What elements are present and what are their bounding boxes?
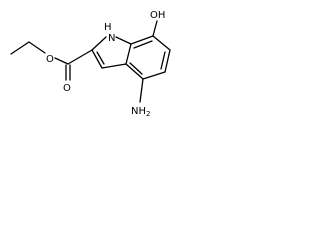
bond-c4-amino <box>139 78 144 103</box>
bond-c7-c6 <box>152 35 171 51</box>
bond-c7a-c7 <box>130 35 154 45</box>
bond-c6-c5 <box>164 49 171 73</box>
indole-nitrogen-label: N <box>108 33 115 44</box>
bond-c3-c3a <box>101 63 127 69</box>
indole-nh-hydrogen-label: H <box>104 22 112 33</box>
bond-ethyl-ch3-ch2 <box>10 41 30 55</box>
bond-c5-c4 <box>142 71 166 80</box>
bond-c7a-c3a <box>125 43 132 65</box>
carbonyl-oxygen-label: O <box>63 83 71 94</box>
bond-c2-n1 <box>91 36 107 51</box>
bond-c4-c3a-inner <box>129 62 143 75</box>
bond-c2-c3-inner <box>96 51 105 65</box>
bond-c4-c3a <box>125 63 144 80</box>
bond-oxygen-carbonyl <box>54 57 69 65</box>
chemical-structure-diagram: O O H N OH NH2 <box>10 10 171 118</box>
bond-c2-c3 <box>91 49 103 69</box>
bond-carbonyl-c2 <box>67 49 93 65</box>
bond-ethyl-ch2-oxygen <box>28 41 46 54</box>
bond-c7-hydroxyl <box>152 20 158 37</box>
bond-n1-c7a <box>115 36 132 45</box>
bond-c6-c5-inner <box>160 51 166 70</box>
amino-label-subscript: 2 <box>146 110 150 118</box>
ester-oxygen-label: O <box>46 54 54 65</box>
bond-c7a-c7-inner <box>133 40 153 49</box>
amino-label-main: NH <box>131 106 146 117</box>
amino-label: NH2 <box>131 106 150 118</box>
hydroxyl-label: OH <box>150 10 165 21</box>
